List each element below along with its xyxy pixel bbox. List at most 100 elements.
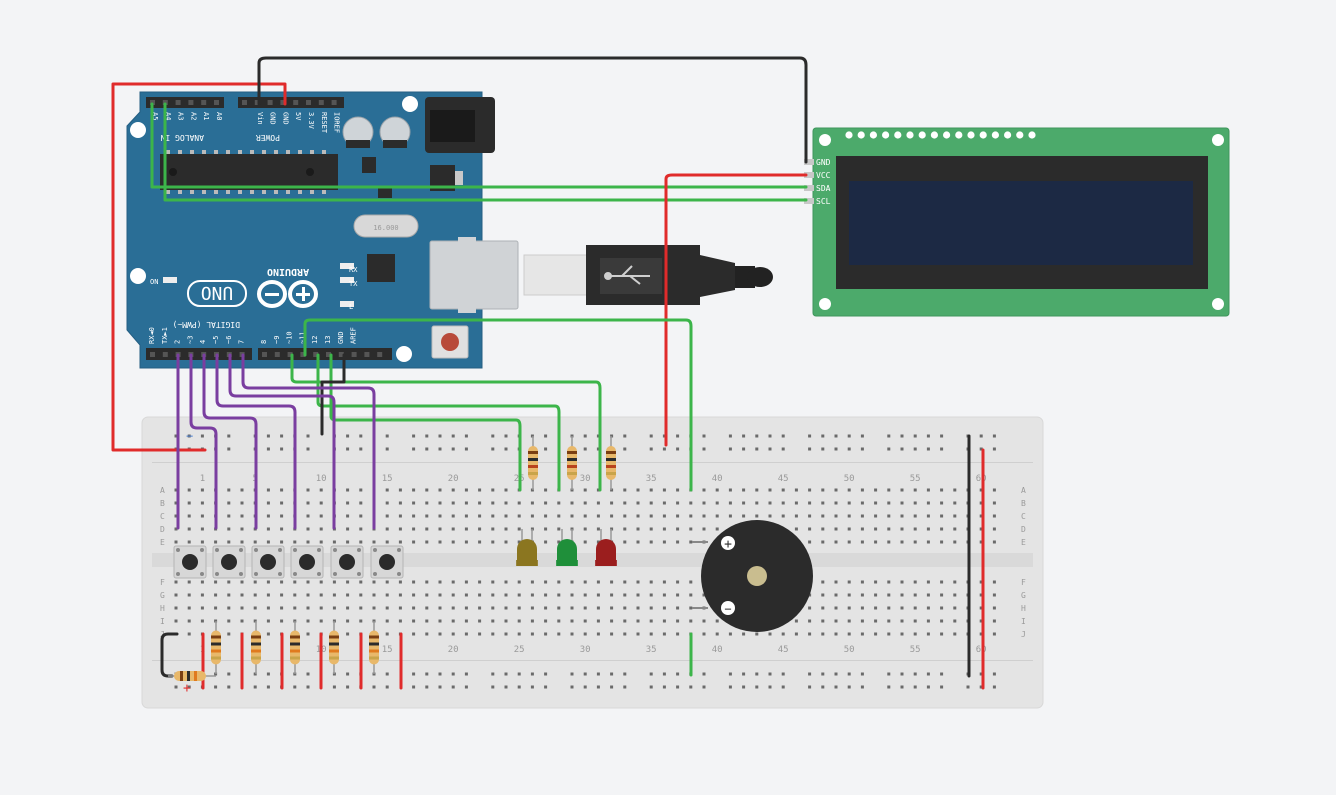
column-label: 15 <box>382 474 393 484</box>
wire-pin12-to-green-led[interactable] <box>316 353 561 492</box>
breadboard[interactable]: 1155101015152020252530303535404045455050… <box>141 416 1044 709</box>
red-led[interactable] <box>595 529 617 566</box>
row-label: H <box>1021 604 1026 613</box>
leds[interactable] <box>516 529 617 566</box>
piezo-buzzer[interactable]: + − <box>692 520 813 632</box>
lcd-screen <box>849 181 1193 265</box>
column-label: 35 <box>646 645 657 655</box>
lcd-pin-label: SDA <box>816 184 831 193</box>
wire-pin11-to-buzzer[interactable] <box>303 318 693 492</box>
wire-pin10-to-red-led[interactable] <box>290 353 602 492</box>
arduino-model: UNO <box>201 282 234 303</box>
power-pin-label: 5V <box>294 112 302 121</box>
arduino-brand: ARDUINO <box>267 266 309 277</box>
wire-sda-to-lcd[interactable] <box>150 102 808 189</box>
row-label: F <box>160 578 165 587</box>
wire-vcc-to-lcd[interactable] <box>664 173 808 447</box>
wire-5v-to-rail[interactable] <box>111 82 287 452</box>
row-label: C <box>160 512 165 521</box>
power-title: POWER <box>256 133 280 142</box>
push-buttons[interactable] <box>173 545 404 579</box>
resistor[interactable] <box>528 436 538 490</box>
resistor[interactable] <box>290 621 300 674</box>
resistor[interactable] <box>329 621 339 674</box>
column-label: 60 <box>976 474 987 484</box>
column-label: 40 <box>712 474 723 484</box>
resistor[interactable] <box>251 621 261 674</box>
power-pin-label: GND <box>269 112 277 125</box>
column-label: 40 <box>712 645 723 655</box>
wire-scl-to-lcd[interactable] <box>163 102 808 202</box>
push-button-1[interactable] <box>173 545 207 579</box>
wire-gnd-to-lcd[interactable] <box>257 56 808 164</box>
arduino-logo <box>257 280 318 308</box>
wire-pin13-to-yellow-led[interactable] <box>329 353 522 492</box>
digital-pin-label: ~9 <box>273 336 281 344</box>
analog-header[interactable] <box>146 97 224 108</box>
digital-pin-label: 12 <box>311 336 319 344</box>
usb-cable[interactable] <box>523 245 773 305</box>
row-label: C <box>1021 512 1026 521</box>
buzzer-plus-label: + <box>724 537 732 552</box>
row-label: H <box>160 604 165 613</box>
digital-pin-label: 8 <box>260 340 268 344</box>
digital-header-low[interactable] <box>146 348 252 360</box>
crystal-label: 16.000 <box>373 224 398 232</box>
column-label: 30 <box>580 474 591 484</box>
analog-pin-label: A3 <box>177 112 185 120</box>
wire-pin7-to-button-6[interactable] <box>241 353 376 530</box>
tx-led-label: TX <box>349 280 358 288</box>
column-label: 50 <box>844 474 855 484</box>
push-button-2[interactable] <box>212 545 246 579</box>
row-label: E <box>1021 538 1026 547</box>
crystal-oscillator <box>353 214 419 238</box>
column-label: 55 <box>910 645 921 655</box>
row-label: B <box>1021 499 1026 508</box>
resistor[interactable] <box>369 621 379 674</box>
lcd-pin-label: GND <box>816 158 831 167</box>
push-button-6[interactable] <box>370 545 404 579</box>
column-label: 45 <box>778 645 789 655</box>
analog-title: ANALOG IN <box>160 133 204 142</box>
yellow-led[interactable] <box>516 529 538 566</box>
column-label: 45 <box>778 474 789 484</box>
column-label: 20 <box>448 645 459 655</box>
green-led[interactable] <box>556 529 578 566</box>
wire-ground-jumper[interactable] <box>160 632 179 678</box>
resistor[interactable] <box>606 436 616 490</box>
lcd-pin-label: VCC <box>816 171 831 180</box>
row-label: E <box>160 538 165 547</box>
analog-pin-label: A4 <box>164 112 172 120</box>
analog-pin-label: A2 <box>189 112 197 120</box>
resistors[interactable] <box>168 436 616 681</box>
digital-title: DIGITAL (PWM~) <box>173 320 240 329</box>
digital-pin-label: RX◄0 <box>148 327 156 344</box>
wire-gnd-to-rail[interactable] <box>320 353 346 436</box>
power-header[interactable] <box>238 97 344 108</box>
column-label: 25 <box>514 645 525 655</box>
column-label: 1 <box>200 474 205 484</box>
push-button-4[interactable] <box>290 545 324 579</box>
row-label: A <box>160 486 165 495</box>
push-button-5[interactable] <box>330 545 364 579</box>
resistor[interactable] <box>567 436 577 490</box>
resistor[interactable] <box>211 621 221 674</box>
digital-pin-label: ~10 <box>286 331 294 344</box>
push-button-3[interactable] <box>251 545 285 579</box>
analog-pin-label: A0 <box>215 112 223 120</box>
wire-pin5-to-button-4[interactable] <box>215 353 297 530</box>
column-label: 60 <box>976 645 987 655</box>
wire-pin6-to-button-5[interactable] <box>228 353 336 530</box>
analog-pin-label: A1 <box>202 112 210 120</box>
wire-pin4-to-button-3[interactable] <box>202 353 258 530</box>
power-pin-label: IOREF <box>333 112 341 133</box>
digital-pin-label: ~3 <box>186 336 194 344</box>
resistor[interactable] <box>168 671 216 681</box>
usb-port[interactable] <box>429 240 519 310</box>
column-label: 35 <box>646 474 657 484</box>
wire-pin3-to-button-2[interactable] <box>189 353 218 530</box>
